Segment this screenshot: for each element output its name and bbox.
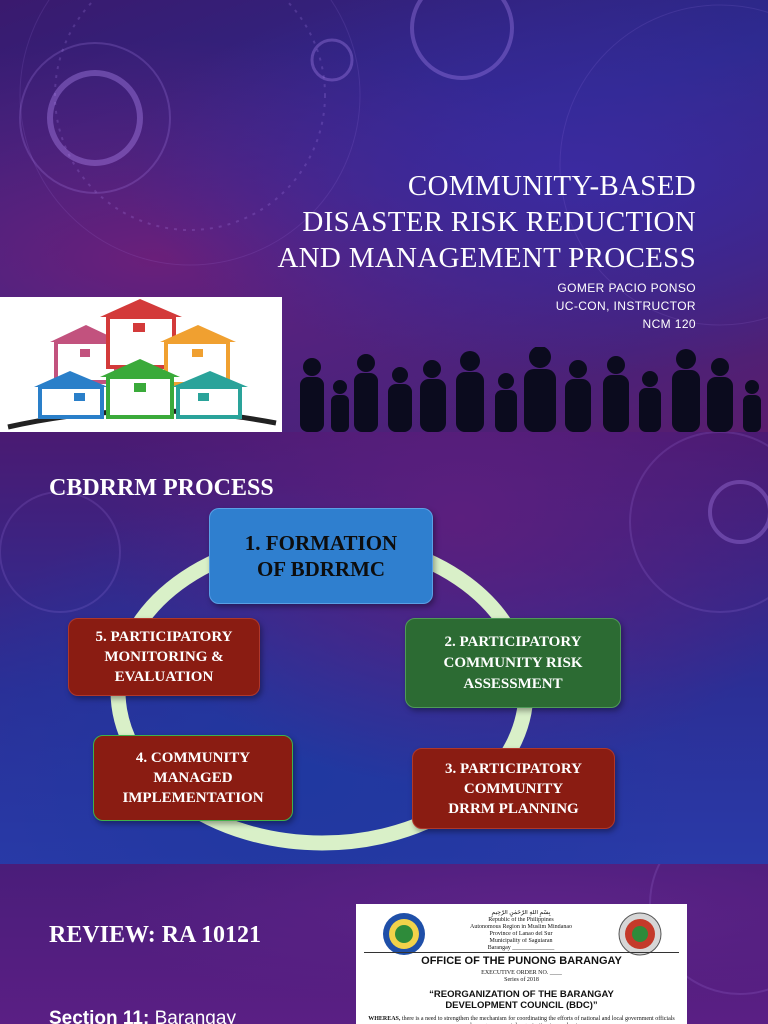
slide-review-ra10121: REVIEW: RA 10121 Section 11: Barangay بِ… (0, 864, 768, 1024)
community-silhouette (300, 347, 761, 432)
municipal-seal-icon (618, 912, 662, 956)
presentation-title: Community-Based Disaster Risk Reduction … (277, 168, 696, 276)
header-line: Republic of the Philippines (488, 917, 554, 923)
header-line: Province of Lanao del Sur (489, 931, 553, 937)
step-drrm-planning: 3. PARTICIPATORY COMMUNITY DRRM PLANNING (412, 748, 615, 829)
title-line: Disaster Risk Reduction (302, 206, 696, 238)
order-title: “REORGANIZATION OF THE BARANGAY DEVELOPM… (429, 989, 614, 1011)
executive-order-document: بِسْمِ اللّٰهِ الرَّحْمٰنِ الرَّحِيمِ Re… (356, 904, 687, 1024)
author-info: GOMER PACIO PONSO UC-CON, INSTRUCTOR NCM… (556, 279, 696, 333)
whereas-clause: WHEREAS, there is a need to strengthen t… (368, 1016, 675, 1024)
executive-order-number: EXECUTIVE ORDER NO. ____ Series of 2018 (481, 970, 562, 983)
document-header: بِسْمِ اللّٰهِ الرَّحْمٰنِ الرَّحِيمِ Re… (426, 910, 616, 952)
slide-heading: REVIEW: RA 10121 (49, 922, 262, 948)
header-line: Municipality of Saguiaran (489, 938, 553, 944)
course-code: NCM 120 (642, 317, 696, 331)
houses-illustration (0, 297, 282, 432)
title-line: and Management Process (277, 242, 696, 274)
step-risk-assessment: 2. PARTICIPATORY COMMUNITY RISK ASSESSME… (405, 618, 621, 708)
office-title: OFFICE OF THE PUNONG BARANGAY (421, 955, 622, 967)
section-label: Section 11: (49, 1008, 150, 1024)
author-name: GOMER PACIO PONSO (557, 281, 696, 295)
header-line: Autonomous Region in Muslim Mindanao (470, 924, 572, 930)
barangay-seal-icon (383, 913, 425, 955)
slide-title: Community-Based Disaster Risk Reduction … (0, 0, 768, 432)
slide-cbdrrm-process: CBDRRM PROCESS 1. FORMATION OF BDRRMC 2.… (0, 432, 768, 864)
step-formation-bdrrmc: 1. FORMATION OF BDRRMC (209, 508, 433, 604)
section-text-rest: Barangay (149, 1008, 236, 1024)
author-role: UC-CON, INSTRUCTOR (555, 299, 696, 313)
title-line: Community-Based (407, 170, 696, 202)
section-text: Section 11: Barangay (49, 1008, 236, 1024)
divider (364, 952, 679, 953)
header-line: بِسْمِ اللّٰهِ الرَّحْمٰنِ الرَّحِيمِ (491, 910, 551, 916)
step-managed-implementation: 4. COMMUNITY MANAGED IMPLEMENTATION (93, 735, 293, 821)
header-line: Barangay ______________ (487, 945, 555, 951)
step-monitoring-evaluation: 5. PARTICIPATORY MONITORING & EVALUATION (68, 618, 260, 696)
slide-heading: CBDRRM PROCESS (49, 475, 274, 501)
